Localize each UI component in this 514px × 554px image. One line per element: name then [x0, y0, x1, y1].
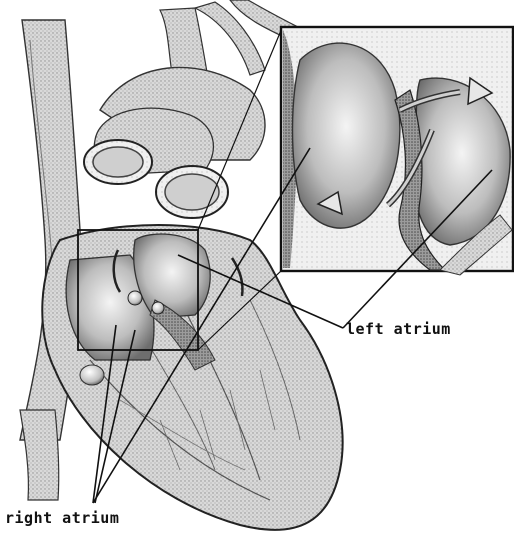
inset-panel [281, 27, 513, 275]
label-left-atrium: left atrium [346, 322, 451, 337]
label-right-atrium: right atrium [5, 511, 119, 526]
